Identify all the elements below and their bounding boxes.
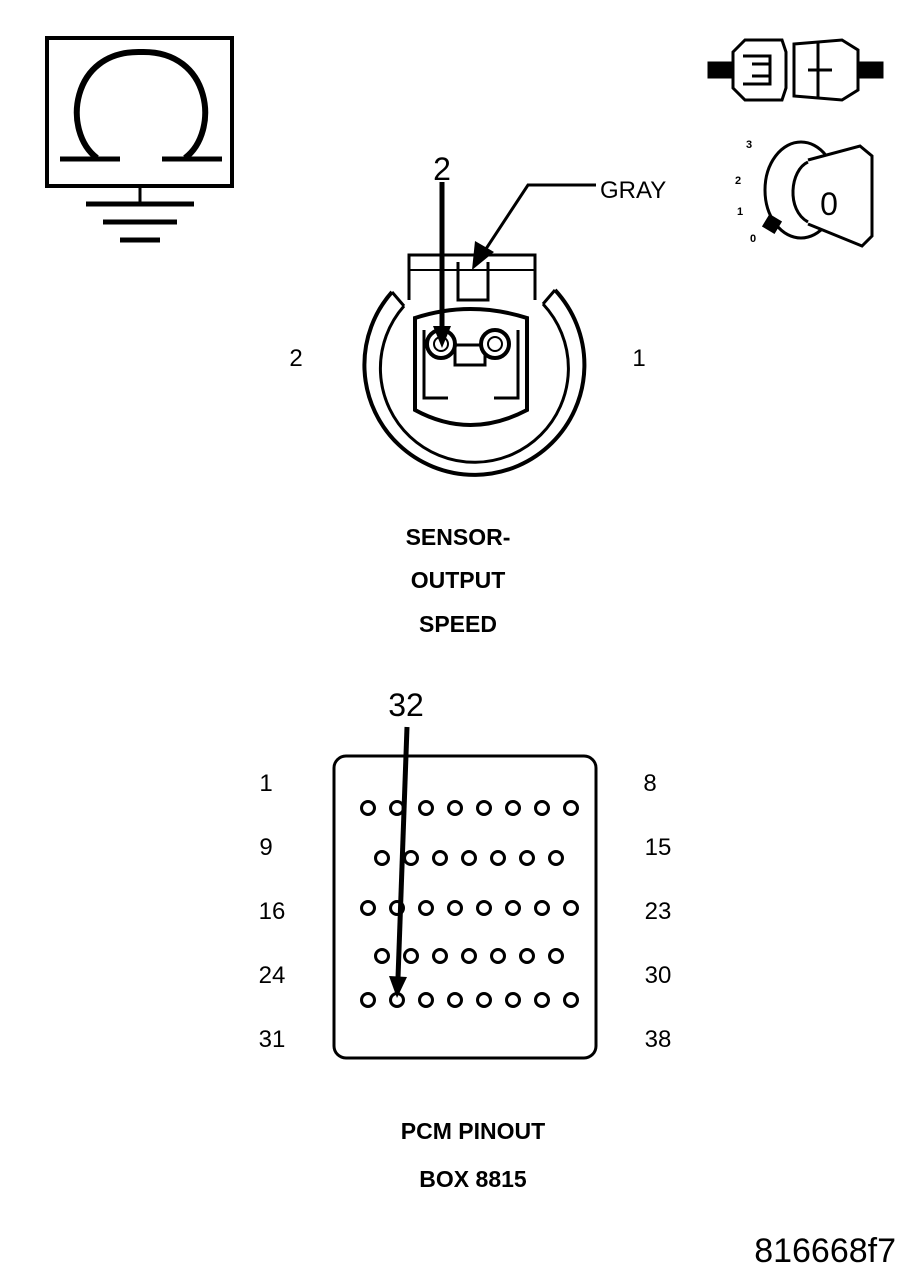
pcm-connector-body — [332, 754, 598, 1060]
pcm-pin — [548, 850, 564, 866]
pcm-pin — [505, 992, 521, 1008]
pcm-pin — [360, 800, 376, 816]
sensor-connector — [362, 253, 587, 477]
sensor-caption-line-2: OUTPUT — [411, 567, 506, 593]
pcm-pin — [563, 800, 579, 816]
pcm-row-label-left: 31 — [259, 1026, 286, 1053]
pcm-pin — [519, 948, 535, 964]
pcm-pin — [447, 800, 463, 816]
pcm-pin — [563, 900, 579, 916]
pcm-pin — [490, 948, 506, 964]
pcm-pin — [447, 992, 463, 1008]
pcm-pin — [447, 900, 463, 916]
pcm-pin — [534, 800, 550, 816]
pcm-pin — [505, 800, 521, 816]
pcm-pin — [490, 850, 506, 866]
sensor-probe-arrow — [433, 182, 451, 348]
pcm-pin — [534, 992, 550, 1008]
sensor-probe-pin-callout: 2 — [433, 151, 451, 187]
ignition-scale-3: 3 — [746, 139, 752, 151]
pcm-row-label-left: 9 — [259, 834, 272, 861]
pcm-pin — [505, 900, 521, 916]
sensor-pin-1-label: 1 — [632, 345, 645, 372]
ignition-scale-0: 0 — [750, 233, 756, 245]
pcm-pin — [360, 900, 376, 916]
pcm-pin — [360, 992, 376, 1008]
pcm-pin — [418, 800, 434, 816]
pcm-pin — [563, 992, 579, 1008]
ignition-scale-2: 2 — [735, 175, 741, 187]
pcm-pin — [461, 948, 477, 964]
sensor-pin-2-label: 2 — [289, 345, 302, 372]
pcm-pin — [432, 948, 448, 964]
pcm-row-label-right: 15 — [645, 834, 672, 861]
pcm-row-label-left: 24 — [259, 962, 286, 989]
pcm-pin — [519, 850, 535, 866]
pcm-pin — [432, 850, 448, 866]
pcm-pin — [534, 900, 550, 916]
pcm-row-label-right: 23 — [645, 898, 672, 925]
pcm-pin — [476, 992, 492, 1008]
wire-color-label: GRAY — [600, 177, 666, 204]
pcm-row-label-right: 38 — [645, 1026, 672, 1053]
pcm-caption-line-2: BOX 8815 — [419, 1166, 527, 1192]
pcm-row-label-left: 1 — [259, 770, 272, 797]
pcm-pin — [476, 900, 492, 916]
ignition-scale-1: 1 — [737, 206, 743, 218]
pcm-pin — [476, 800, 492, 816]
pcm-pin-grid — [360, 800, 579, 1008]
pcm-pin — [548, 948, 564, 964]
gray-wire-leader — [472, 183, 596, 270]
sensor-caption-line-1: SENSOR- — [406, 524, 511, 550]
pcm-probe-pin-callout: 32 — [388, 687, 424, 723]
pcm-pin — [461, 850, 477, 866]
pcm-pin — [374, 850, 390, 866]
pcm-probe-arrow — [389, 726, 410, 998]
connector-unplug-icon — [707, 38, 884, 102]
ignition-key-label: 0 — [820, 186, 838, 222]
figure-id: 816668f7 — [754, 1232, 896, 1270]
pcm-caption-line-1: PCM PINOUT — [401, 1118, 545, 1144]
ohmmeter-icon — [45, 36, 234, 243]
pcm-row-label-left: 16 — [259, 898, 286, 925]
pcm-pin — [403, 948, 419, 964]
ignition-key-icon: 0 — [761, 140, 874, 248]
pcm-pin — [418, 900, 434, 916]
pcm-row-label-right: 8 — [643, 770, 656, 797]
pcm-pin — [403, 850, 419, 866]
pcm-pin — [418, 992, 434, 1008]
sensor-caption-line-3: SPEED — [419, 611, 497, 637]
pcm-row-label-right: 30 — [645, 962, 672, 989]
pcm-pin — [374, 948, 390, 964]
